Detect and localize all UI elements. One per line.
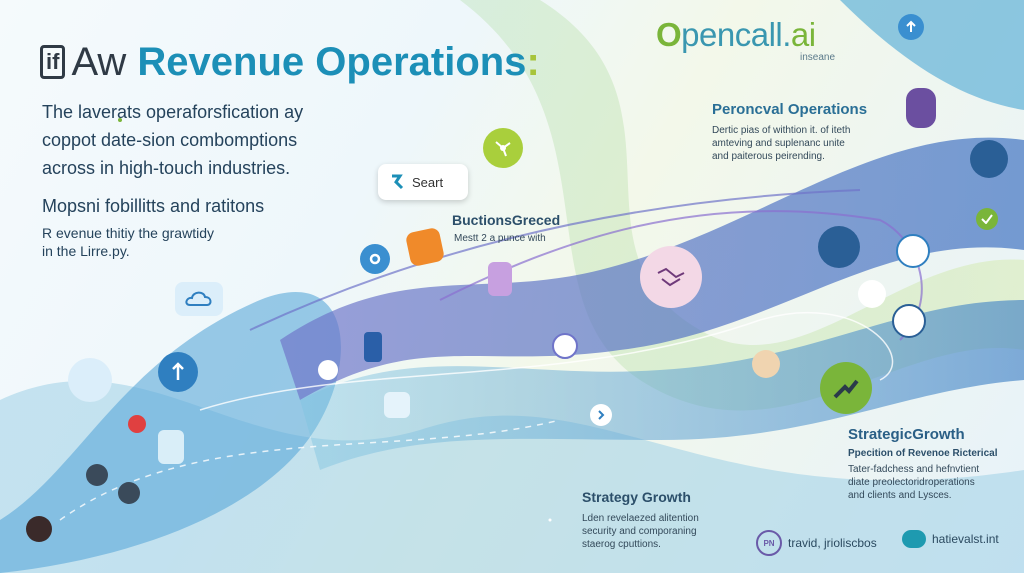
checkmark-icon (976, 208, 998, 230)
buctions-text: Mestt 2 a punce with (454, 233, 546, 244)
strategy-growth-text: Lden revelaezed alitention security and … (582, 512, 732, 551)
document-icon (364, 332, 382, 362)
avatar-icon (26, 516, 52, 542)
strategy-growth-heading: Strategy Growth (582, 489, 691, 505)
teal-ribbon-top (840, 0, 1024, 110)
flow-line-3 (199, 311, 894, 411)
search-box[interactable]: Seart (378, 164, 468, 200)
personal-ops-line: Dertic pias of withtion it. of iteth (712, 125, 851, 136)
bank-icon (892, 304, 926, 338)
brand-tagline: inseane (800, 52, 836, 63)
capabilities-line: in the Lirre.py. (42, 243, 130, 259)
blue-ribbon-main (300, 300, 1024, 470)
phone-icon (158, 430, 184, 464)
capabilities-line: R evenue thitiy the grawtidy (42, 225, 214, 241)
avatar-icon (86, 464, 108, 486)
intro-text: The laverats operaforsfication ay coppot… (42, 98, 372, 182)
brand-logo: Opencall.ai (656, 16, 816, 54)
footer-left[interactable]: PN travid, jrioliscbos (756, 530, 877, 556)
personal-ops-heading: Peroncval Operations (712, 101, 868, 118)
clock-icon (896, 234, 930, 268)
flow-line-1 (249, 189, 861, 331)
strategic-growth-line: diate preolectoridroperations (848, 477, 975, 488)
flow-line-2 (439, 210, 923, 341)
chart-icon (384, 392, 410, 418)
brand-suffix: ai (790, 16, 816, 53)
globe-icon (552, 333, 578, 359)
search-label: Seart (412, 174, 444, 190)
growth-icon (820, 362, 872, 414)
molecule-icon (483, 128, 523, 168)
avatar-icon (118, 482, 140, 504)
badge-icon: PN (756, 530, 782, 556)
personal-ops-line: amteving and suplenanc unite (712, 138, 845, 149)
upload-icon (898, 14, 924, 40)
brand-lead: O (656, 16, 682, 53)
infinity-icon (902, 530, 926, 548)
person-icon (752, 350, 780, 378)
gear-icon (360, 244, 390, 274)
title-logo-icon: if (40, 45, 66, 79)
strategic-growth-text: Tater-fadchess and hefnvtient diate preo… (848, 463, 1018, 502)
strategic-growth-line: and clients and Lysces. (848, 490, 952, 501)
strategy-growth-line: security and comporaning (582, 526, 697, 537)
cloud-icon (175, 282, 223, 316)
footer-right-text: hatievalst.int (932, 532, 999, 546)
strategy-growth-line: staerog cputtions. (582, 539, 661, 550)
title-main: Revenue Operations (137, 40, 527, 84)
brand-name: pencall. (681, 16, 791, 53)
trend-icon (128, 415, 146, 433)
strategic-growth-line: Tater-fadchess and hefnvtient (848, 464, 980, 475)
title-prefix: Aw (71, 40, 127, 84)
title-colon: : (526, 40, 540, 84)
personal-ops-line: and paiterous peirending. (712, 151, 825, 162)
handshake-icon (640, 246, 702, 308)
avatar-icon (906, 88, 936, 128)
footer-left-text: travid, jrioliscbos (788, 536, 877, 550)
capabilities-heading: Mopsni fobillitts and ratitons (42, 196, 265, 216)
strategy-growth-line: Lden revelaezed alitention (582, 513, 699, 524)
intro-line: across in high-touch industries. (42, 158, 291, 178)
footer-right[interactable]: hatievalst.int (902, 530, 999, 548)
strategic-growth-heading: StrategicGrowth (848, 426, 965, 443)
list-icon (970, 140, 1008, 178)
chat-icon (68, 358, 112, 402)
briefcase-icon (404, 226, 446, 268)
flow-line-4 (59, 419, 561, 521)
strategic-growth-subheading: Ppecition of Revenoe Ricterical (848, 448, 998, 459)
avatar-icon (818, 226, 860, 268)
search-icon (392, 174, 404, 190)
capabilities-text: R evenue thitiy the grawtidy in the Lirr… (42, 224, 272, 260)
arrow-icon (158, 352, 198, 392)
chevron-right-icon (590, 404, 612, 426)
buctions-heading: BuctionsGreced (452, 212, 561, 228)
intro-line: The laverats operaforsfication ay (42, 102, 304, 122)
intro-line: coppot date-sion combomptions (42, 130, 298, 150)
arrow-icon (858, 280, 886, 308)
bank-icon (318, 360, 338, 380)
personal-ops-text: Dertic pias of withtion it. of iteth amt… (712, 124, 892, 163)
person-icon (488, 262, 512, 296)
